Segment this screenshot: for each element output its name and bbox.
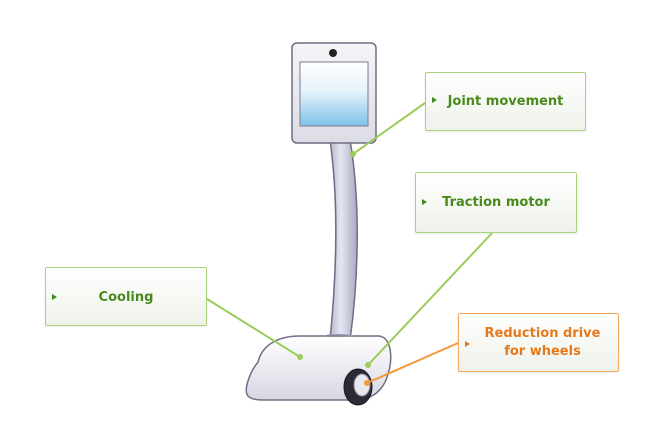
callout-label: Reduction drive for wheels <box>484 326 601 359</box>
bullet-marker-icon <box>422 199 427 205</box>
connector-dot-traction-motor <box>365 362 371 368</box>
callout-label: Joint movement <box>447 94 564 109</box>
bullet-marker-icon <box>432 97 437 103</box>
bullet-marker-icon <box>52 294 57 300</box>
wheel-hub <box>353 373 371 397</box>
callout-cooling: Cooling <box>45 267 207 326</box>
connector-dot-cooling <box>297 354 303 360</box>
bullet-marker-icon <box>465 341 470 347</box>
callout-joint-movement: Joint movement <box>425 72 586 131</box>
callout-label: Cooling <box>98 290 154 305</box>
callout-label: Traction motor <box>442 195 550 210</box>
base-collar <box>323 334 353 337</box>
connector-cooling <box>206 298 301 358</box>
camera-icon <box>329 49 337 57</box>
connector-dot-joint-movement <box>350 151 356 157</box>
connector-joint-movement <box>352 102 426 155</box>
connector-dot-reduction-drive <box>364 380 370 386</box>
connector-reduction-drive <box>366 342 459 384</box>
connector-traction-motor <box>367 232 493 366</box>
callout-traction-motor: Traction motor <box>415 172 577 233</box>
robot-screen <box>299 61 369 127</box>
callout-reduction-drive: Reduction drive for wheels <box>458 313 619 372</box>
robot-pole <box>329 139 358 341</box>
